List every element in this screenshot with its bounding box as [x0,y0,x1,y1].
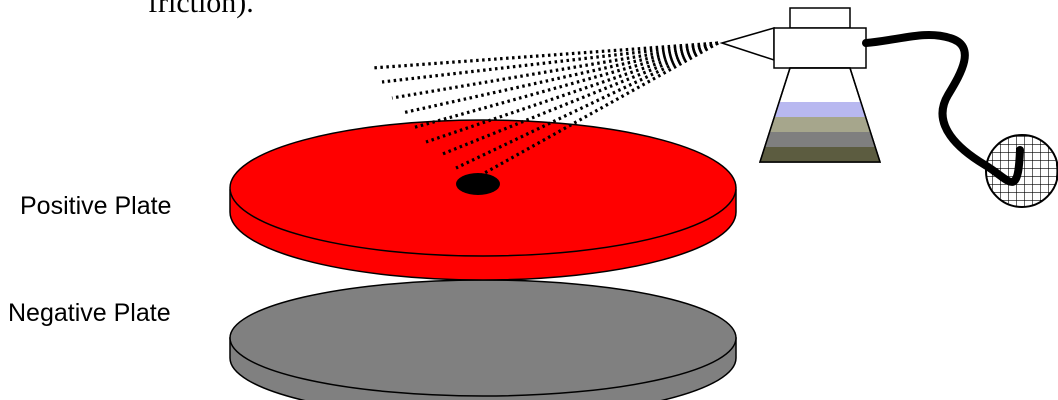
bottle-liquid [740,102,900,162]
liquid-layer [740,102,900,117]
liquid-layer [740,117,900,132]
negative-plate [230,280,736,400]
positive-plate [230,120,736,280]
plate-hole [456,173,500,195]
spray-bottle-icon [722,8,900,162]
bulb-icon [986,135,1058,207]
negative-plate-label: Negative Plate [8,301,171,326]
liquid-layer [740,132,900,147]
positive-plate-label: Positive Plate [20,194,171,219]
spray-nozzle-icon [722,28,774,60]
